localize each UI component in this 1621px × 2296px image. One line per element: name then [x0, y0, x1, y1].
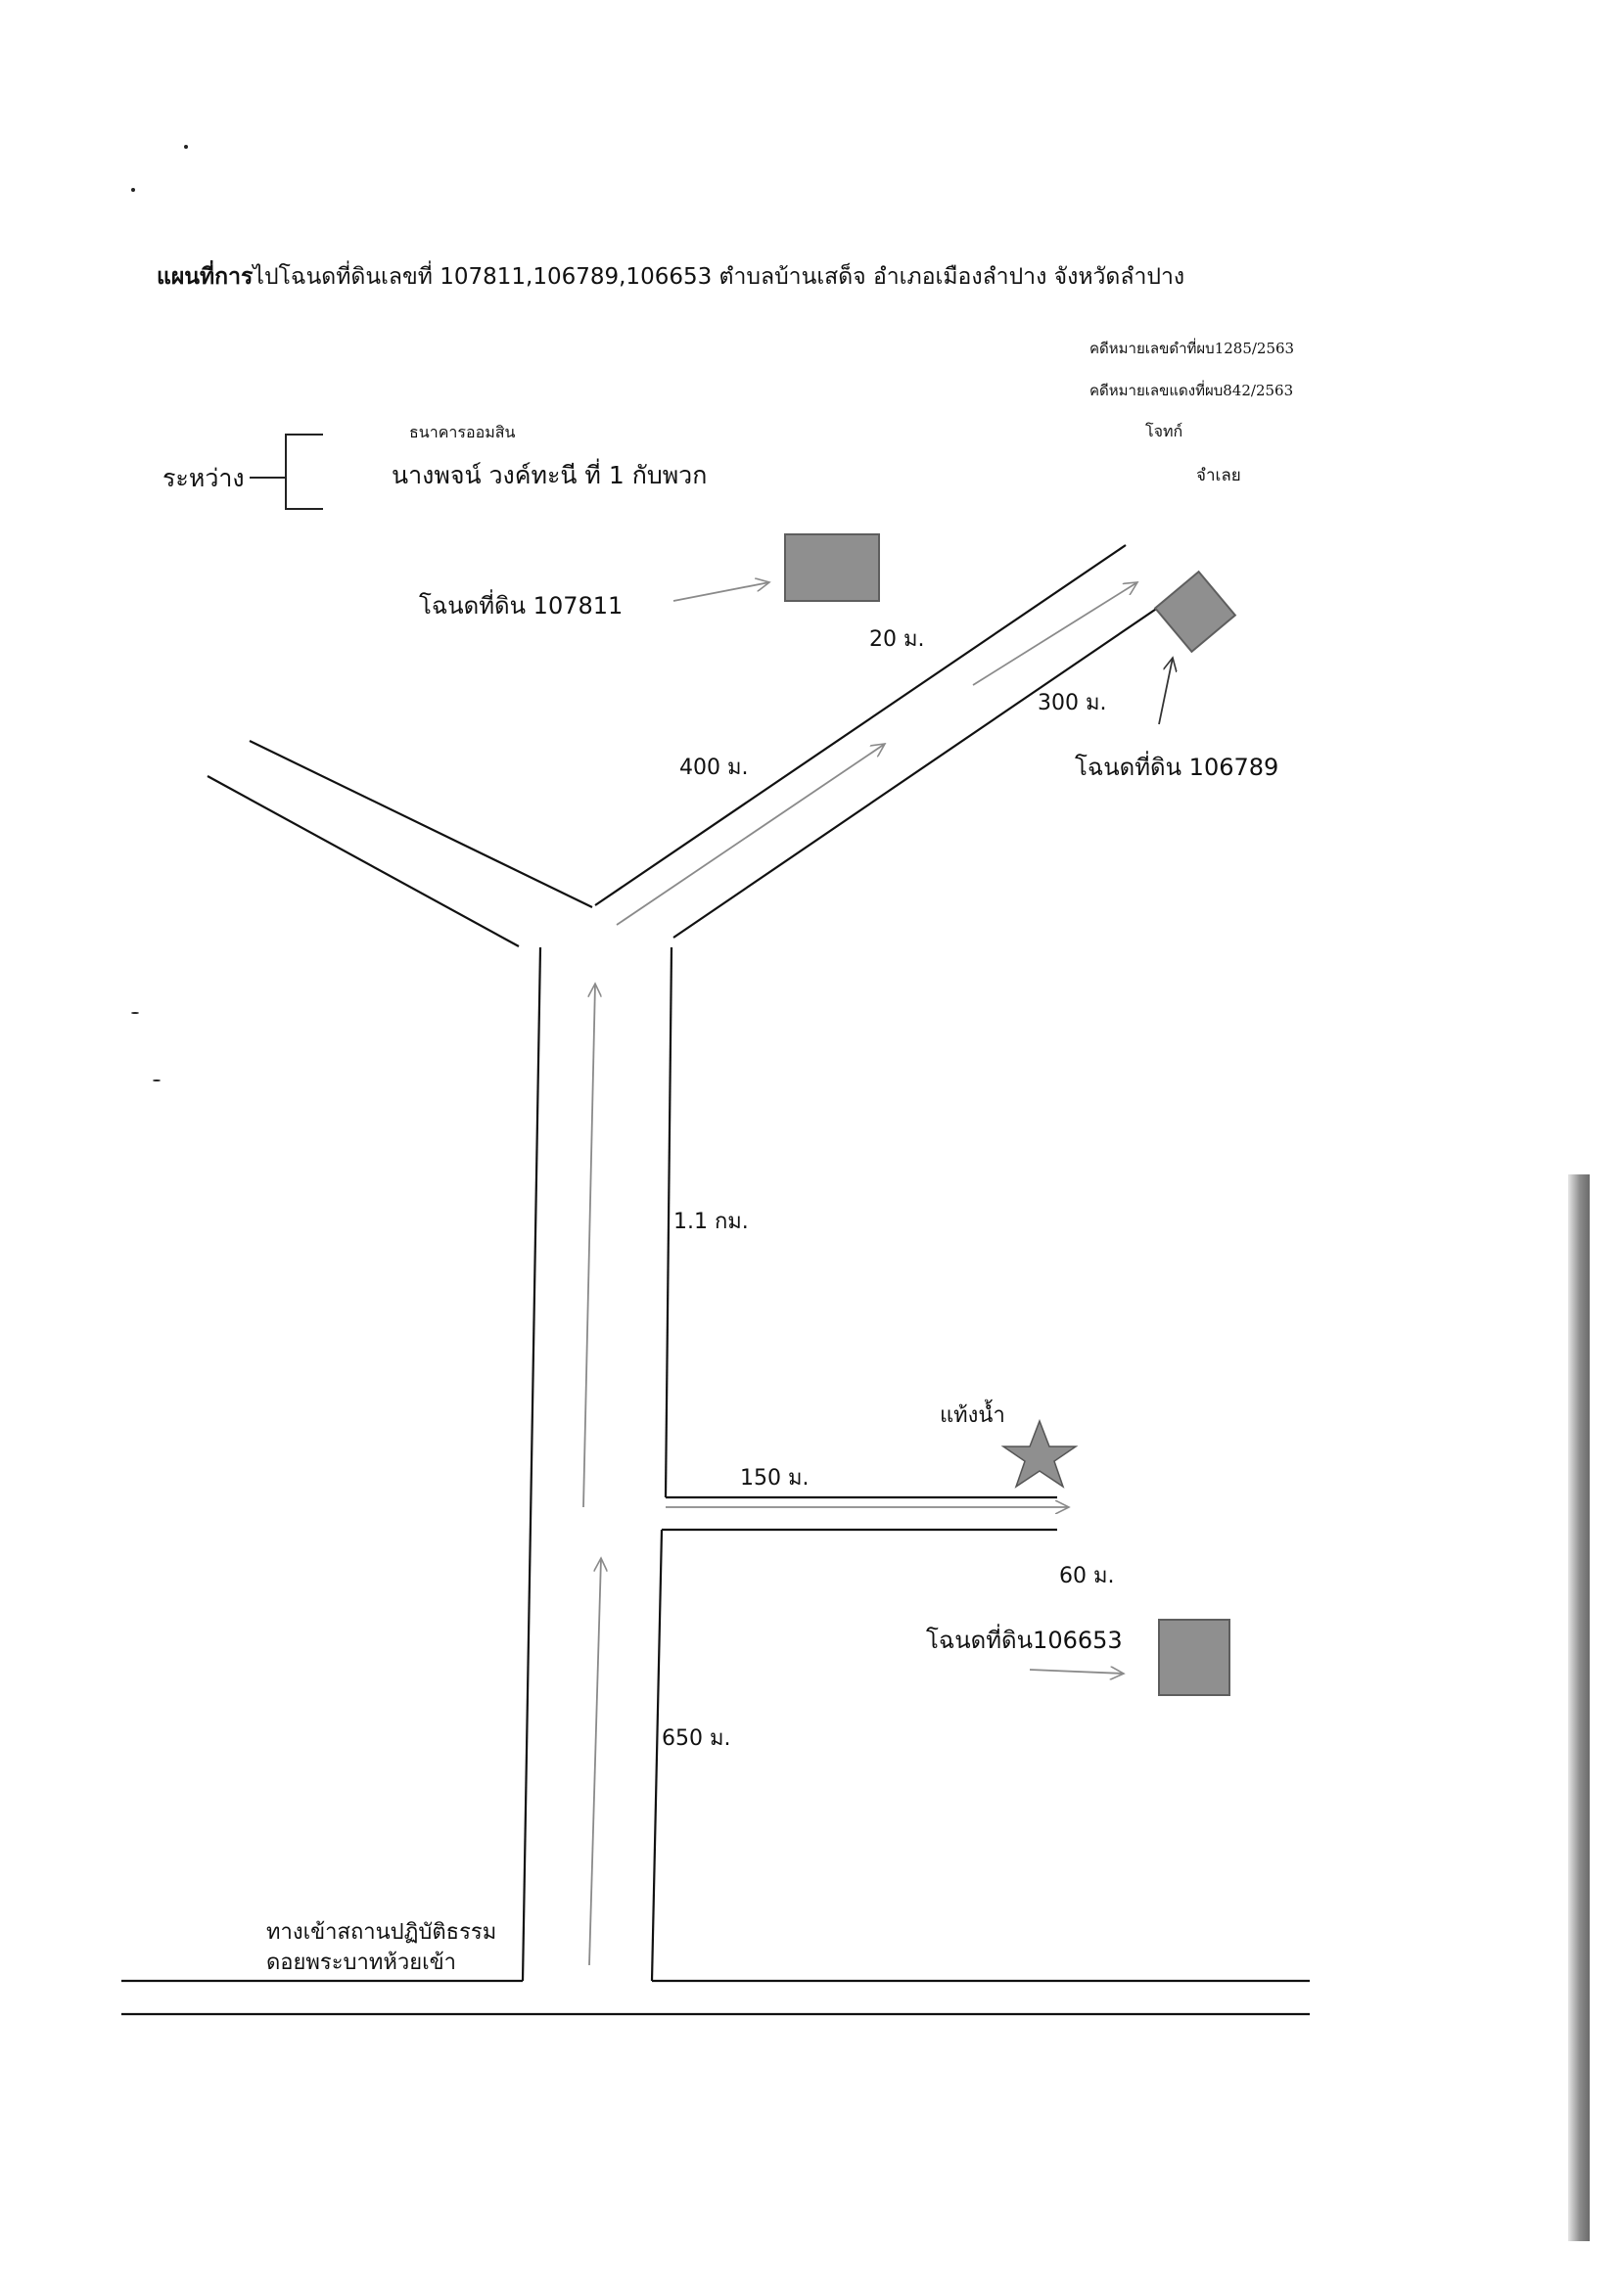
road-nw-lower-edge — [207, 775, 520, 947]
road-nw-upper-edge — [249, 740, 593, 908]
water-tank-label: แท้งน้ำ — [940, 1403, 1005, 1428]
arrow-650m — [588, 1558, 601, 1966]
distance-400m: 400 ม. — [679, 756, 749, 780]
road-main-left-edge — [521, 946, 542, 1982]
road-ne-lower-edge — [672, 598, 1172, 939]
black-case-number: คดีหมายเลขดำที่ผบ1285/2563 — [1089, 340, 1295, 357]
water-tank-star-icon — [1000, 1418, 1079, 1489]
road-main-right-edge-upper — [664, 946, 673, 1498]
parcel-106653-label: โฉนดที่ดิน106653 — [926, 1627, 1123, 1654]
scan-edge-shadow — [1568, 1174, 1590, 2241]
arrow-1-1km — [582, 984, 595, 1508]
pointer-106789 — [1158, 658, 1173, 725]
pointer-106653 — [1029, 1670, 1124, 1674]
arrow-300m — [972, 582, 1137, 686]
parcel-107811-label: โฉนดที่ดิน 107811 — [419, 592, 624, 620]
parcel-106653-marker — [1158, 1619, 1230, 1696]
pointer-107811 — [672, 582, 769, 602]
distance-1-1km: 1.1 กม. — [673, 1210, 749, 1234]
road-network — [121, 544, 1310, 2016]
between-bracket — [250, 434, 323, 510]
parcel-107811-marker — [784, 533, 880, 602]
arrow-400m — [616, 744, 885, 926]
route-arrows — [582, 582, 1137, 1966]
map-title-bold: แผนที่การ — [157, 264, 254, 290]
between-label: ระหว่าง — [162, 464, 245, 492]
plaintiff-role: โจทก์ — [1145, 422, 1183, 440]
red-case-number: คดีหมายเลขแดงที่ผบ842/2563 — [1089, 382, 1294, 399]
distance-150m: 150 ม. — [740, 1466, 810, 1491]
distance-20m: 20 ม. — [869, 627, 925, 652]
parcel-106789-marker — [1153, 570, 1237, 654]
distance-650m: 650 ม. — [662, 1726, 731, 1751]
defendant-role: จำเลย — [1196, 466, 1241, 485]
entrance-label-line2: ดอยพระบาทห้วยเข้า — [266, 1951, 457, 1975]
map-title: แผนที่การไปโฉนดที่ดินเลขที่ 107811,10678… — [157, 266, 1184, 289]
entrance-label-line1: ทางเข้าสถานปฏิบัติธรรม — [266, 1920, 497, 1945]
road-main-right-edge-lower — [650, 1529, 664, 1982]
map-title-rest: ไปโฉนดที่ดินเลขที่ 107811,106789,106653 … — [253, 264, 1185, 290]
distance-300m: 300 ม. — [1038, 691, 1107, 715]
plaintiff-name: ธนาคารออมสิน — [409, 423, 516, 441]
parcel-106789-label: โฉนดที่ดิน 106789 — [1075, 754, 1279, 781]
road-ne-upper-edge — [594, 544, 1127, 906]
distance-60m: 60 ม. — [1059, 1564, 1115, 1588]
defendant-name: นางพจน์ วงค์ทะนี ที่ 1 กับพวก — [392, 461, 708, 489]
